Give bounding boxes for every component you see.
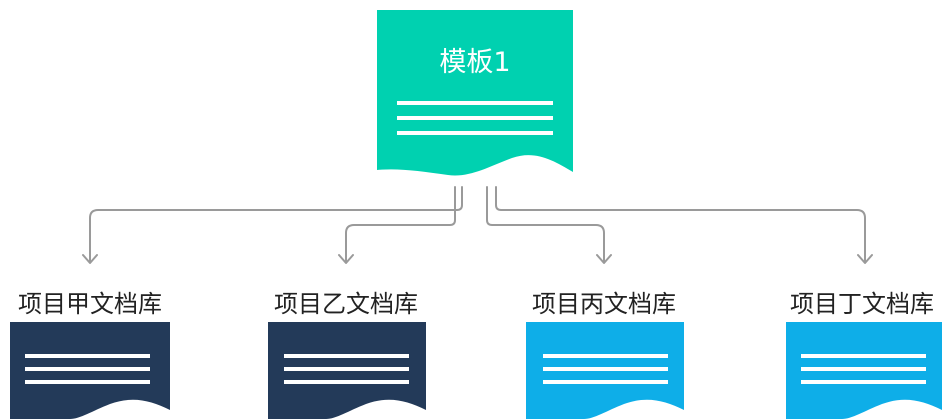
arrow-down-icon: [338, 254, 354, 264]
connectors: [82, 186, 873, 264]
connector-to-library-2: [345, 186, 456, 263]
library-4[interactable]: 项目丁文档库: [786, 290, 942, 419]
library-1[interactable]: 项目甲文档库: [10, 290, 170, 419]
library-2-text-line: [284, 354, 409, 358]
library-3-text-line: [543, 354, 668, 358]
library-2-text-line: [284, 380, 409, 384]
template-title: 模板1: [439, 47, 510, 78]
template-document[interactable]: 模板1: [377, 10, 573, 176]
connector-to-library-1: [89, 186, 463, 263]
library-2-text-line: [284, 367, 409, 371]
library-3-text-line: [543, 380, 668, 384]
library-1-text-line: [25, 367, 150, 371]
library-4-text-line: [801, 380, 926, 384]
library-2-label: 项目乙文档库: [274, 290, 418, 318]
connector-to-library-3: [486, 186, 605, 263]
library-3[interactable]: 项目丙文档库: [526, 290, 684, 419]
template-text-line: [397, 101, 553, 105]
library-3-text-line: [543, 367, 668, 371]
library-2[interactable]: 项目乙文档库: [268, 290, 426, 419]
arrow-down-icon: [857, 254, 873, 264]
library-4-label: 项目丁文档库: [790, 290, 934, 318]
template-text-line: [397, 116, 553, 120]
arrow-down-icon: [82, 254, 98, 264]
library-1-text-line: [25, 380, 150, 384]
library-4-text-line: [801, 367, 926, 371]
connector-to-library-4: [495, 186, 866, 263]
arrow-down-icon: [596, 254, 612, 264]
template-document-shape: [377, 10, 573, 176]
template-text-line: [397, 131, 553, 135]
library-3-label: 项目丙文档库: [532, 290, 676, 318]
library-1-text-line: [25, 354, 150, 358]
library-1-label: 项目甲文档库: [18, 290, 162, 318]
library-4-text-line: [801, 354, 926, 358]
